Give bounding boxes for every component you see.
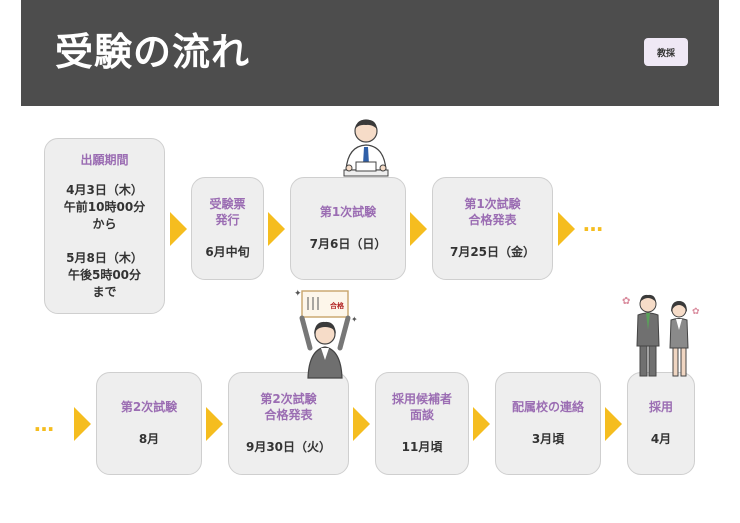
- step-value: 9月30日（火）: [245, 440, 332, 454]
- flow-arrow-8: [473, 407, 490, 441]
- step-label: 採用: [648, 400, 673, 414]
- flow-arrow-6: [206, 407, 223, 441]
- step-application-period: 出願期間 4月3日（木） 午前10時00分 から 5月8日（木） 午後5時00分…: [44, 138, 165, 314]
- step-value: 3月頃: [531, 432, 565, 446]
- step-label: 第2次試験 合格発表: [260, 392, 317, 422]
- flow-arrow-5: [74, 407, 91, 441]
- continuation-dots-1: …: [583, 212, 605, 236]
- step-value: 11月頃: [401, 440, 443, 454]
- step-label: 出願期間: [80, 152, 129, 167]
- step-value: 4月3日（木） 午前10時00分 から 5月8日（木） 午後5時00分 まで: [63, 182, 146, 299]
- person-holding-pass-certificate-icon: 合格 ✦ ✦: [294, 289, 358, 379]
- step-value: 6月中旬: [205, 245, 250, 259]
- two-people-in-suits-icon: ✿ ✿: [622, 294, 700, 377]
- step-school-assignment: 配属校の連絡 3月頃: [495, 372, 601, 475]
- svg-text:✿: ✿: [622, 296, 630, 307]
- step-admission-ticket: 受験票 発行 6月中旬: [191, 177, 264, 280]
- step-second-exam: 第2次試験 8月: [96, 372, 202, 475]
- step-label: 第2次試験: [120, 400, 178, 414]
- header-bar: 受験の流れ 教採: [21, 0, 719, 106]
- step-label: 採用候補者 面談: [391, 392, 452, 422]
- svg-text:✦: ✦: [351, 315, 358, 324]
- step-value: 7月25日（金）: [449, 245, 536, 259]
- page-title: 受験の流れ: [55, 30, 251, 74]
- flow-arrow-2: [268, 212, 285, 246]
- step-first-result: 第1次試験 合格発表 7月25日（金）: [432, 177, 553, 280]
- continuation-dots-2: …: [34, 412, 56, 436]
- step-first-exam: 第1次試験 7月6日（日）: [290, 177, 406, 280]
- step-label: 第1次試験 合格発表: [464, 197, 521, 227]
- step-value: 7月6日（日）: [309, 237, 387, 251]
- certificate-text: 合格: [329, 301, 345, 310]
- flow-arrow-1: [170, 212, 187, 246]
- flow-arrow-3: [410, 212, 427, 246]
- step-hiring: 採用 4月: [627, 372, 695, 475]
- svg-text:✦: ✦: [294, 289, 302, 299]
- step-second-result: 第2次試験 合格発表 9月30日（火）: [228, 372, 349, 475]
- flow-arrow-4: [558, 212, 575, 246]
- step-label: 受験票 発行: [209, 197, 246, 227]
- step-label: 第1次試験: [319, 205, 377, 219]
- flow-arrow-9: [605, 407, 622, 441]
- person-writing-at-desk-icon: [343, 119, 389, 177]
- category-badge: 教採: [644, 38, 688, 66]
- svg-text:✿: ✿: [692, 307, 700, 317]
- step-candidate-interview: 採用候補者 面談 11月頃: [375, 372, 469, 475]
- step-value: 4月: [650, 432, 672, 446]
- step-value: 8月: [138, 432, 160, 446]
- flow-arrow-7: [353, 407, 370, 441]
- step-label: 配属校の連絡: [511, 400, 584, 414]
